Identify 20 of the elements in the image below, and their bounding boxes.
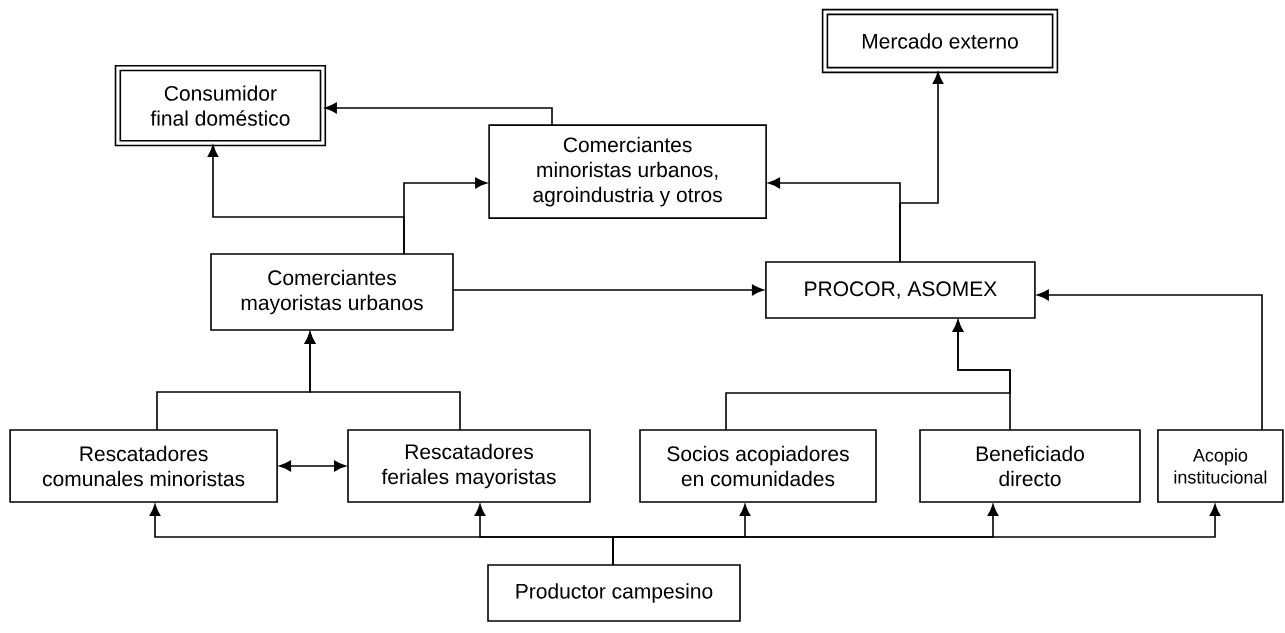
actor-box: Acopio institucional	[1157, 429, 1284, 503]
arrow	[612, 504, 1221, 566]
actor-box: Rescatadores comunales minoristas	[9, 429, 278, 503]
arrow	[403, 177, 487, 255]
actor-box: Comerciantes minoristas urbanos, agroindustria y otros	[488, 124, 767, 219]
actor-box: Beneficiado directo	[919, 429, 1141, 503]
actor-box: PROCOR, ASOMEX	[765, 261, 1036, 319]
arrow	[325, 102, 553, 126]
actor-box: Comerciantes mayoristas urbanos	[210, 253, 454, 331]
actor-box: Rescatadores feriales mayoristas	[347, 429, 591, 503]
actor-box: Socios acopiadores en comunidades	[639, 429, 877, 503]
arrow	[952, 320, 1011, 431]
market-box: Mercado externo	[821, 8, 1059, 74]
arrow	[304, 332, 461, 431]
actor-box: Productor campesino	[487, 564, 741, 622]
arrow	[279, 460, 346, 472]
arrow	[899, 72, 944, 263]
arrow	[452, 284, 764, 296]
market-box: Consumidor final doméstico	[114, 64, 327, 147]
arrow	[1037, 289, 1263, 431]
